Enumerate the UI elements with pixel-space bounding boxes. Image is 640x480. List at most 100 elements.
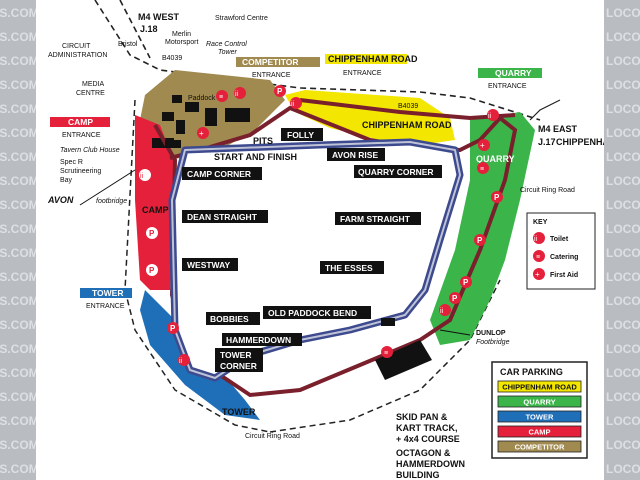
- octagon-label-1: OCTAGON &: [396, 448, 451, 458]
- m4-west-label: M4 WEST: [138, 12, 180, 22]
- watermark-text: LOCOST: [606, 222, 640, 236]
- watermark-text: DERS.COM: [0, 438, 36, 452]
- catering-icon: ≡: [216, 90, 228, 102]
- corner-camp-corner: CAMP CORNER: [187, 169, 251, 179]
- svg-text:+: +: [199, 129, 204, 138]
- skid-pan-building: [375, 340, 432, 380]
- corner-westway: WESTWAY: [187, 260, 230, 270]
- svg-text:P: P: [477, 236, 483, 245]
- skid-pan-label-1: SKID PAN &: [396, 412, 448, 422]
- quarry-entrance[interactable]: QUARRY ENTRANCE: [478, 68, 542, 90]
- skid-pan-label-2: KART TRACK,: [396, 423, 458, 433]
- chippenham-entrance-sub: ENTRANCE: [343, 70, 382, 77]
- parking-icon: P: [491, 191, 503, 203]
- key-first-aid-icon: [533, 268, 545, 280]
- toilet-icon: ii: [439, 304, 451, 316]
- pits-label: PITS: [253, 136, 273, 146]
- parking-legend-label: COMPETITOR: [515, 443, 565, 452]
- chippenham-entrance-label: CHIPPENHAM ROAD: [328, 54, 418, 64]
- watermark-text: LOCOST: [606, 6, 640, 20]
- spec-r-label: Spec R: [60, 159, 83, 166]
- corner-old-paddock-bend: OLD PADDOCK BEND: [268, 308, 357, 318]
- parking-legend-label: CHIPPENHAM ROAD: [502, 383, 577, 392]
- chippenham-road-entrance[interactable]: CHIPPENHAM ROAD ENTRANCE: [325, 54, 418, 77]
- tower-area-label: TOWER: [222, 407, 256, 417]
- parking-legend-swatch: [497, 380, 582, 393]
- start-finish-label: START AND FINISH: [214, 152, 297, 162]
- svg-text:≡: ≡: [219, 94, 223, 101]
- pits-checker-flag: [165, 140, 181, 148]
- watermark-text: DERS.COM: [0, 462, 36, 476]
- corner-hammerdown: HAMMERDOWN: [226, 335, 291, 345]
- camp-area-label: CAMP: [142, 205, 169, 215]
- paddock-label: Paddock: [188, 95, 216, 102]
- watermark-text: LOCOST: [606, 318, 640, 332]
- race-track-inner-line: [171, 141, 461, 379]
- competitor-entrance-label: COMPETITOR: [242, 57, 299, 67]
- watermark-text: DERS.COM: [0, 126, 36, 140]
- b4039-road: [94, 0, 541, 121]
- media-centre-label-1: MEDIA: [82, 81, 105, 88]
- corner-farm-straight: FARM STRAIGHT: [340, 214, 411, 224]
- corner-tower-corner-1: TOWER: [220, 350, 251, 360]
- watermark-text: LOCOST: [606, 414, 640, 428]
- watermark-text: LOCOST: [606, 126, 640, 140]
- quarry-entrance-sub: ENTRANCE: [488, 83, 527, 90]
- toilet-icon: ii: [290, 97, 302, 109]
- camp-parking-area: [135, 115, 175, 290]
- watermark-text: LOCOST: [606, 54, 640, 68]
- competitor-entrance-badge: [236, 57, 320, 67]
- toilet-icon: ii: [234, 87, 246, 99]
- corner-quarry-corner: QUARRY CORNER: [358, 167, 434, 177]
- watermark-text: DERS.COM: [0, 222, 36, 236]
- parking-legend-swatch: [497, 410, 582, 423]
- m4-west-junction: J.18: [140, 24, 158, 34]
- svg-text:≡: ≡: [480, 166, 484, 173]
- chippenham-area-label: CHIPPENHAM ROAD: [362, 120, 452, 130]
- merlin-label-2: Motorsport: [165, 39, 199, 46]
- key-toilet-icon: [533, 232, 545, 244]
- competitor-entrance[interactable]: COMPETITOR ENTRANCE: [236, 57, 320, 79]
- watermark-text: DERS.COM: [0, 6, 36, 20]
- watermark-text: DERS.COM: [0, 390, 36, 404]
- watermark-text: LOCOST: [606, 390, 640, 404]
- watermark-text: LOCOST: [606, 294, 640, 308]
- tower-entrance[interactable]: TOWER ENTRANCE: [80, 288, 132, 310]
- parking-icon: P: [146, 264, 158, 276]
- facility-icons: ii ≡ + ii ii + ≡ ii ii ≡ ii: [139, 87, 499, 366]
- catering-icon: ≡: [477, 162, 489, 174]
- watermark-text: DERS.COM: [0, 318, 36, 332]
- parking-legend-swatch: [497, 425, 582, 438]
- parking-legend-label: QUARRY: [523, 398, 555, 407]
- parking-legend-label: CAMP: [528, 428, 550, 437]
- footbridge-left-label: footbridge: [96, 198, 127, 205]
- camp-entrance-label: CAMP: [68, 117, 93, 127]
- circuit-map: M4 WEST J.18 Bristol B4039 B4039 M4 EAST…: [47, 0, 604, 480]
- corner-labels: FOLLY START AND FINISH AVON RISE CAMP CO…: [182, 128, 442, 372]
- car-parking-title: CAR PARKING: [500, 367, 563, 377]
- dunlop-footbridge-line: [439, 329, 471, 336]
- parking-icon: P: [460, 276, 472, 288]
- watermark-text: DERS.COM: [0, 198, 36, 212]
- watermark-text: LOCOST: [606, 198, 640, 212]
- m4-east-road: [529, 99, 561, 121]
- watermark-text: DERS.COM: [0, 414, 36, 428]
- circuit-admin-label-2: ADMINISTRATION: [48, 52, 107, 59]
- parking-legend-label: TOWER: [526, 413, 554, 422]
- m4-west-road: [119, 0, 151, 59]
- bristol-label: Bristol: [118, 41, 138, 48]
- watermark-text: LOCOST: [606, 150, 640, 164]
- watermark-text: LOCOST: [606, 102, 640, 116]
- toilet-icon: ii: [139, 169, 151, 181]
- parking-icon: P: [146, 227, 158, 239]
- svg-text:ii: ii: [179, 358, 183, 365]
- key-title: KEY: [533, 219, 548, 226]
- watermark-text: LOCOST: [606, 342, 640, 356]
- race-control-label-2: Tower: [218, 49, 237, 56]
- parking-legend-swatch: [497, 395, 582, 408]
- camp-entrance[interactable]: CAMP ENTRANCE: [50, 117, 110, 139]
- watermark-text: DERS.COM: [0, 366, 36, 380]
- m4-east-label: M4 EAST: [538, 124, 578, 134]
- watermark-text: LOCOST: [606, 462, 640, 476]
- right-watermark-strip: LOCOST LOCOST LOCOST LOCOST LOCOST LOCOST LOCO…: [604, 0, 640, 480]
